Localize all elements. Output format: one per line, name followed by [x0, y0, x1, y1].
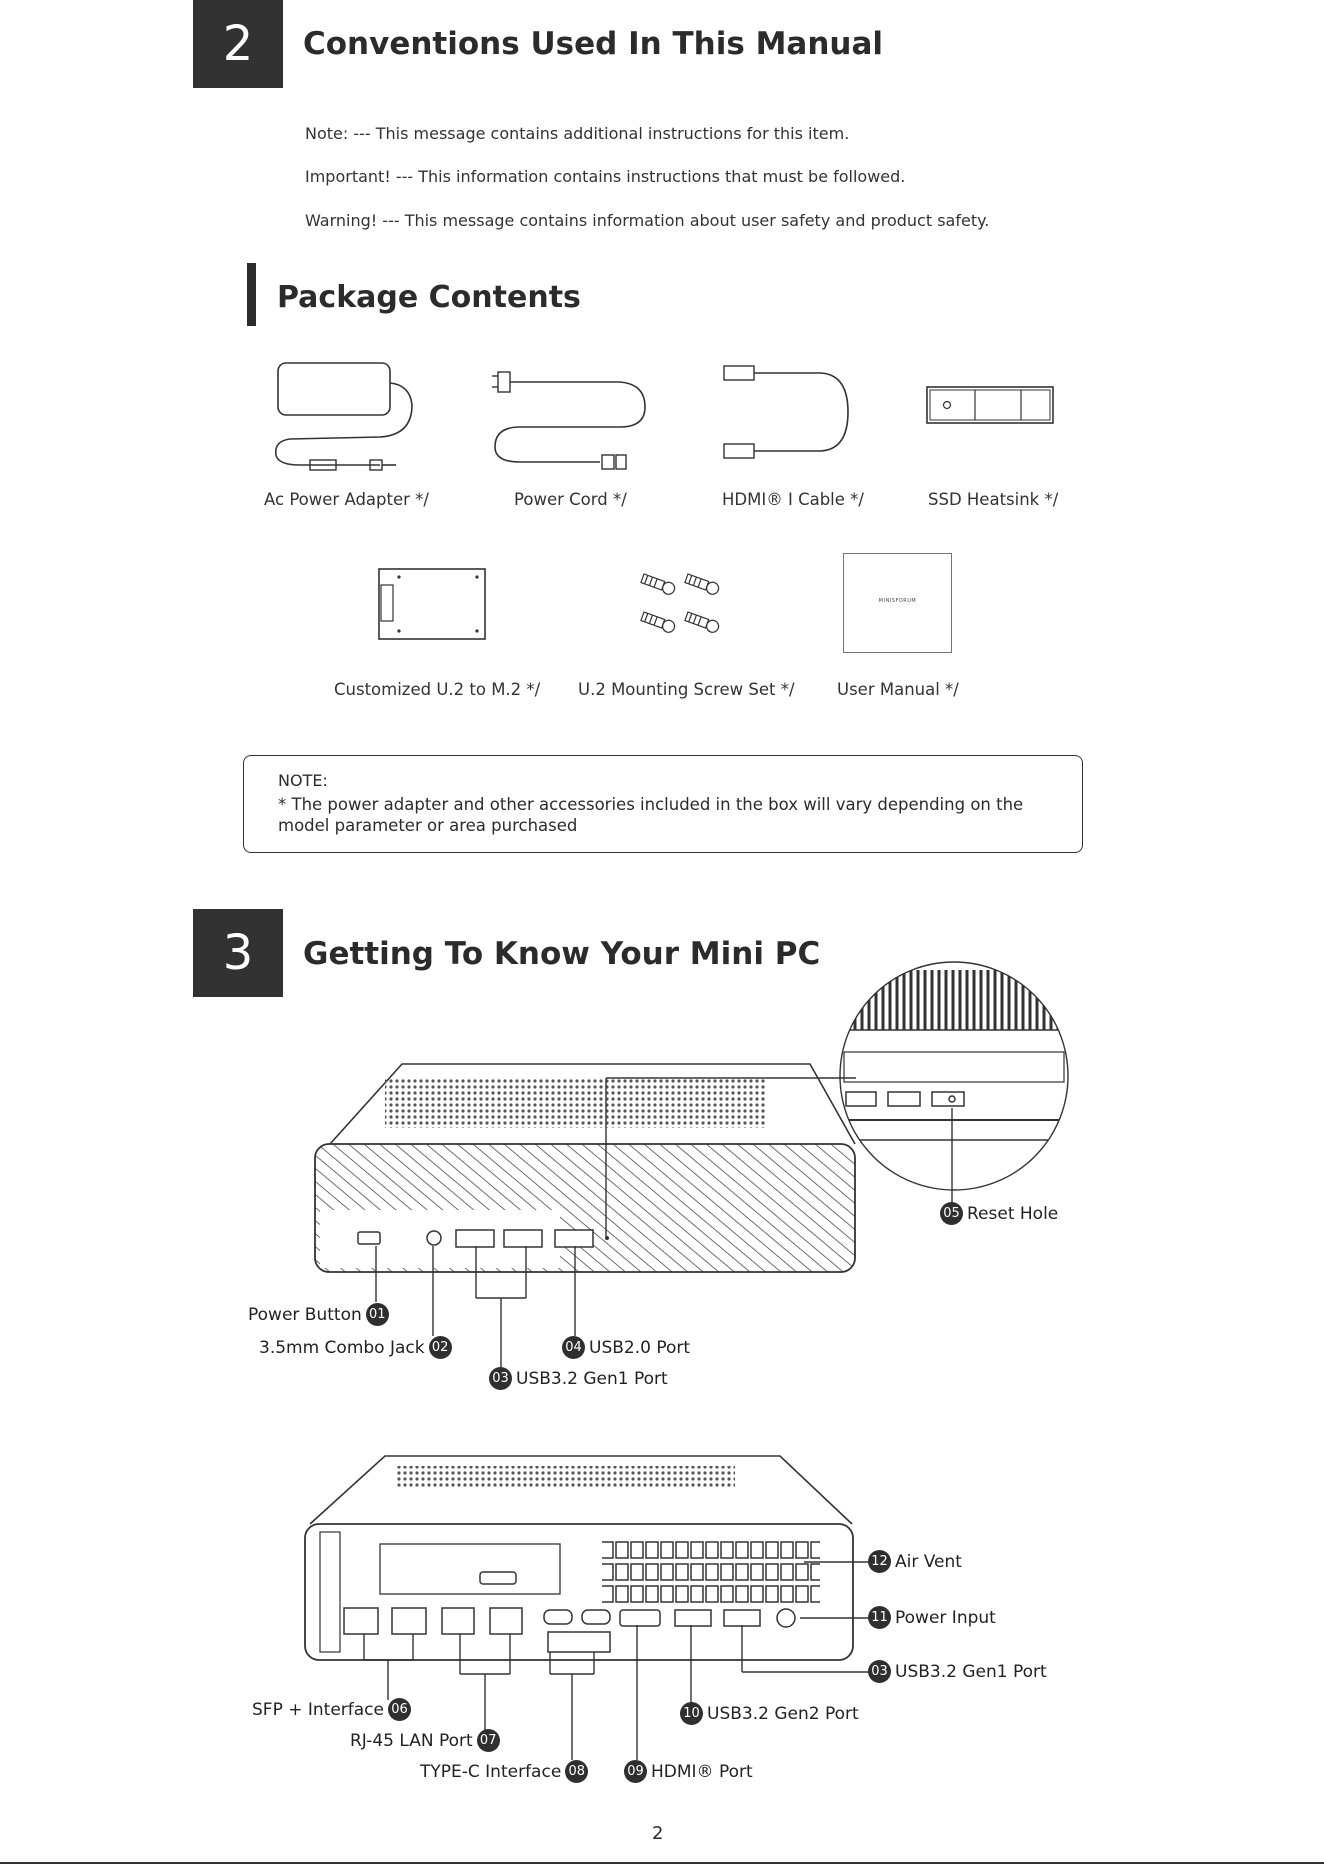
badge-10: 10	[680, 1702, 703, 1725]
note-text: * The power adapter and other accessorie…	[278, 795, 1024, 835]
badge-02: 02	[428, 1336, 452, 1359]
label-hdmi-port: 09 HDMI® Port	[620, 1760, 753, 1783]
label-usb32-gen1-rear: 03 USB3.2 Gen1 Port	[864, 1660, 1047, 1683]
package-title: Package Contents	[277, 280, 581, 315]
caption-screw-set: U.2 Mounting Screw Set */	[578, 680, 795, 699]
label-air-vent: 12 Air Vent	[864, 1550, 962, 1573]
caption-ssd-heatsink: SSD Heatsink */	[928, 490, 1059, 509]
reset-hole-text: Reset Hole	[967, 1203, 1059, 1224]
sfp-text: SFP + Interface	[252, 1699, 384, 1720]
section-title-conventions: Conventions Used In This Manual	[303, 26, 884, 62]
usb32-gen2-text: USB3.2 Gen2 Port	[707, 1703, 859, 1724]
section-title-mini-pc: Getting To Know Your Mini PC	[303, 936, 821, 972]
hdmi-text: HDMI® Port	[651, 1761, 753, 1782]
label-usb32-gen2: 10 USB3.2 Gen2 Port	[676, 1702, 859, 1725]
label-power-button: Power Button 01	[248, 1303, 393, 1326]
label-sfp-interface: SFP + Interface 06	[252, 1698, 415, 1721]
manual-cover-text: MINISFORUM	[878, 598, 917, 604]
label-reset-hole: 05 Reset Hole	[936, 1202, 1058, 1225]
label-typec-interface: TYPE-C Interface 08	[420, 1760, 592, 1783]
convention-warning: Warning! --- This message contains infor…	[305, 211, 990, 230]
label-power-input: 11 Power Input	[864, 1606, 996, 1629]
usb32-gen1-front-text: USB3.2 Gen1 Port	[516, 1368, 668, 1389]
ac-power-adapter-icon	[274, 362, 413, 471]
air-vent-text: Air Vent	[895, 1551, 962, 1572]
badge-12: 12	[868, 1550, 891, 1573]
caption-u2-to-m2: Customized U.2 to M.2 */	[334, 680, 541, 699]
convention-note: Note: --- This message contains addition…	[305, 124, 850, 143]
badge-03-front: 03	[489, 1367, 512, 1390]
package-title-bar	[247, 263, 256, 326]
hdmi-cable-icon	[723, 365, 849, 459]
note-box: NOTE: * The power adapter and other acce…	[243, 755, 1083, 853]
typec-text: TYPE-C Interface	[420, 1761, 562, 1782]
section-number-2: 2	[193, 0, 283, 88]
caption-ac-power-adapter: Ac Power Adapter */	[264, 490, 429, 509]
reset-hole-zoom-illustration	[839, 961, 1069, 1191]
screw-set-icon	[640, 573, 720, 633]
convention-important: Important! --- This information contains…	[305, 167, 906, 186]
caption-hdmi-cable: HDMI® I Cable */	[722, 490, 864, 509]
page-number: 2	[652, 1823, 664, 1844]
power-cord-icon	[492, 371, 646, 470]
mini-pc-front-illustration	[314, 1063, 856, 1273]
label-usb20-port: 04 USB2.0 Port	[558, 1336, 690, 1359]
badge-08: 08	[565, 1760, 589, 1783]
bottom-rule	[0, 1862, 1324, 1864]
section-number-3: 3	[193, 909, 283, 997]
ssd-heatsink-icon	[926, 386, 1054, 424]
badge-09: 09	[624, 1760, 647, 1783]
label-usb32-gen1-front: 03 USB3.2 Gen1 Port	[485, 1367, 668, 1390]
power-button-text: Power Button	[248, 1304, 362, 1325]
power-input-text: Power Input	[895, 1607, 996, 1628]
badge-03-rear: 03	[868, 1660, 891, 1683]
badge-01: 01	[365, 1303, 389, 1326]
combo-jack-text: 3.5mm Combo Jack	[259, 1337, 425, 1358]
badge-06: 06	[387, 1698, 411, 1721]
usb32-gen1-rear-text: USB3.2 Gen1 Port	[895, 1661, 1047, 1682]
rj45-text: RJ-45 LAN Port	[350, 1730, 473, 1751]
user-manual-icon: MINISFORUM	[843, 553, 952, 653]
u2-to-m2-adapter-icon	[378, 568, 486, 640]
note-heading: NOTE:	[278, 771, 328, 790]
badge-07: 07	[476, 1729, 500, 1752]
label-combo-jack: 3.5mm Combo Jack 02	[259, 1336, 456, 1359]
usb20-text: USB2.0 Port	[589, 1337, 691, 1358]
badge-04: 04	[562, 1336, 585, 1359]
badge-05: 05	[940, 1202, 963, 1225]
label-rj45-lan: RJ-45 LAN Port 07	[350, 1729, 504, 1752]
caption-power-cord: Power Cord */	[514, 490, 627, 509]
mini-pc-rear-illustration	[304, 1455, 854, 1661]
badge-11: 11	[868, 1606, 891, 1629]
caption-user-manual: User Manual */	[837, 680, 959, 699]
